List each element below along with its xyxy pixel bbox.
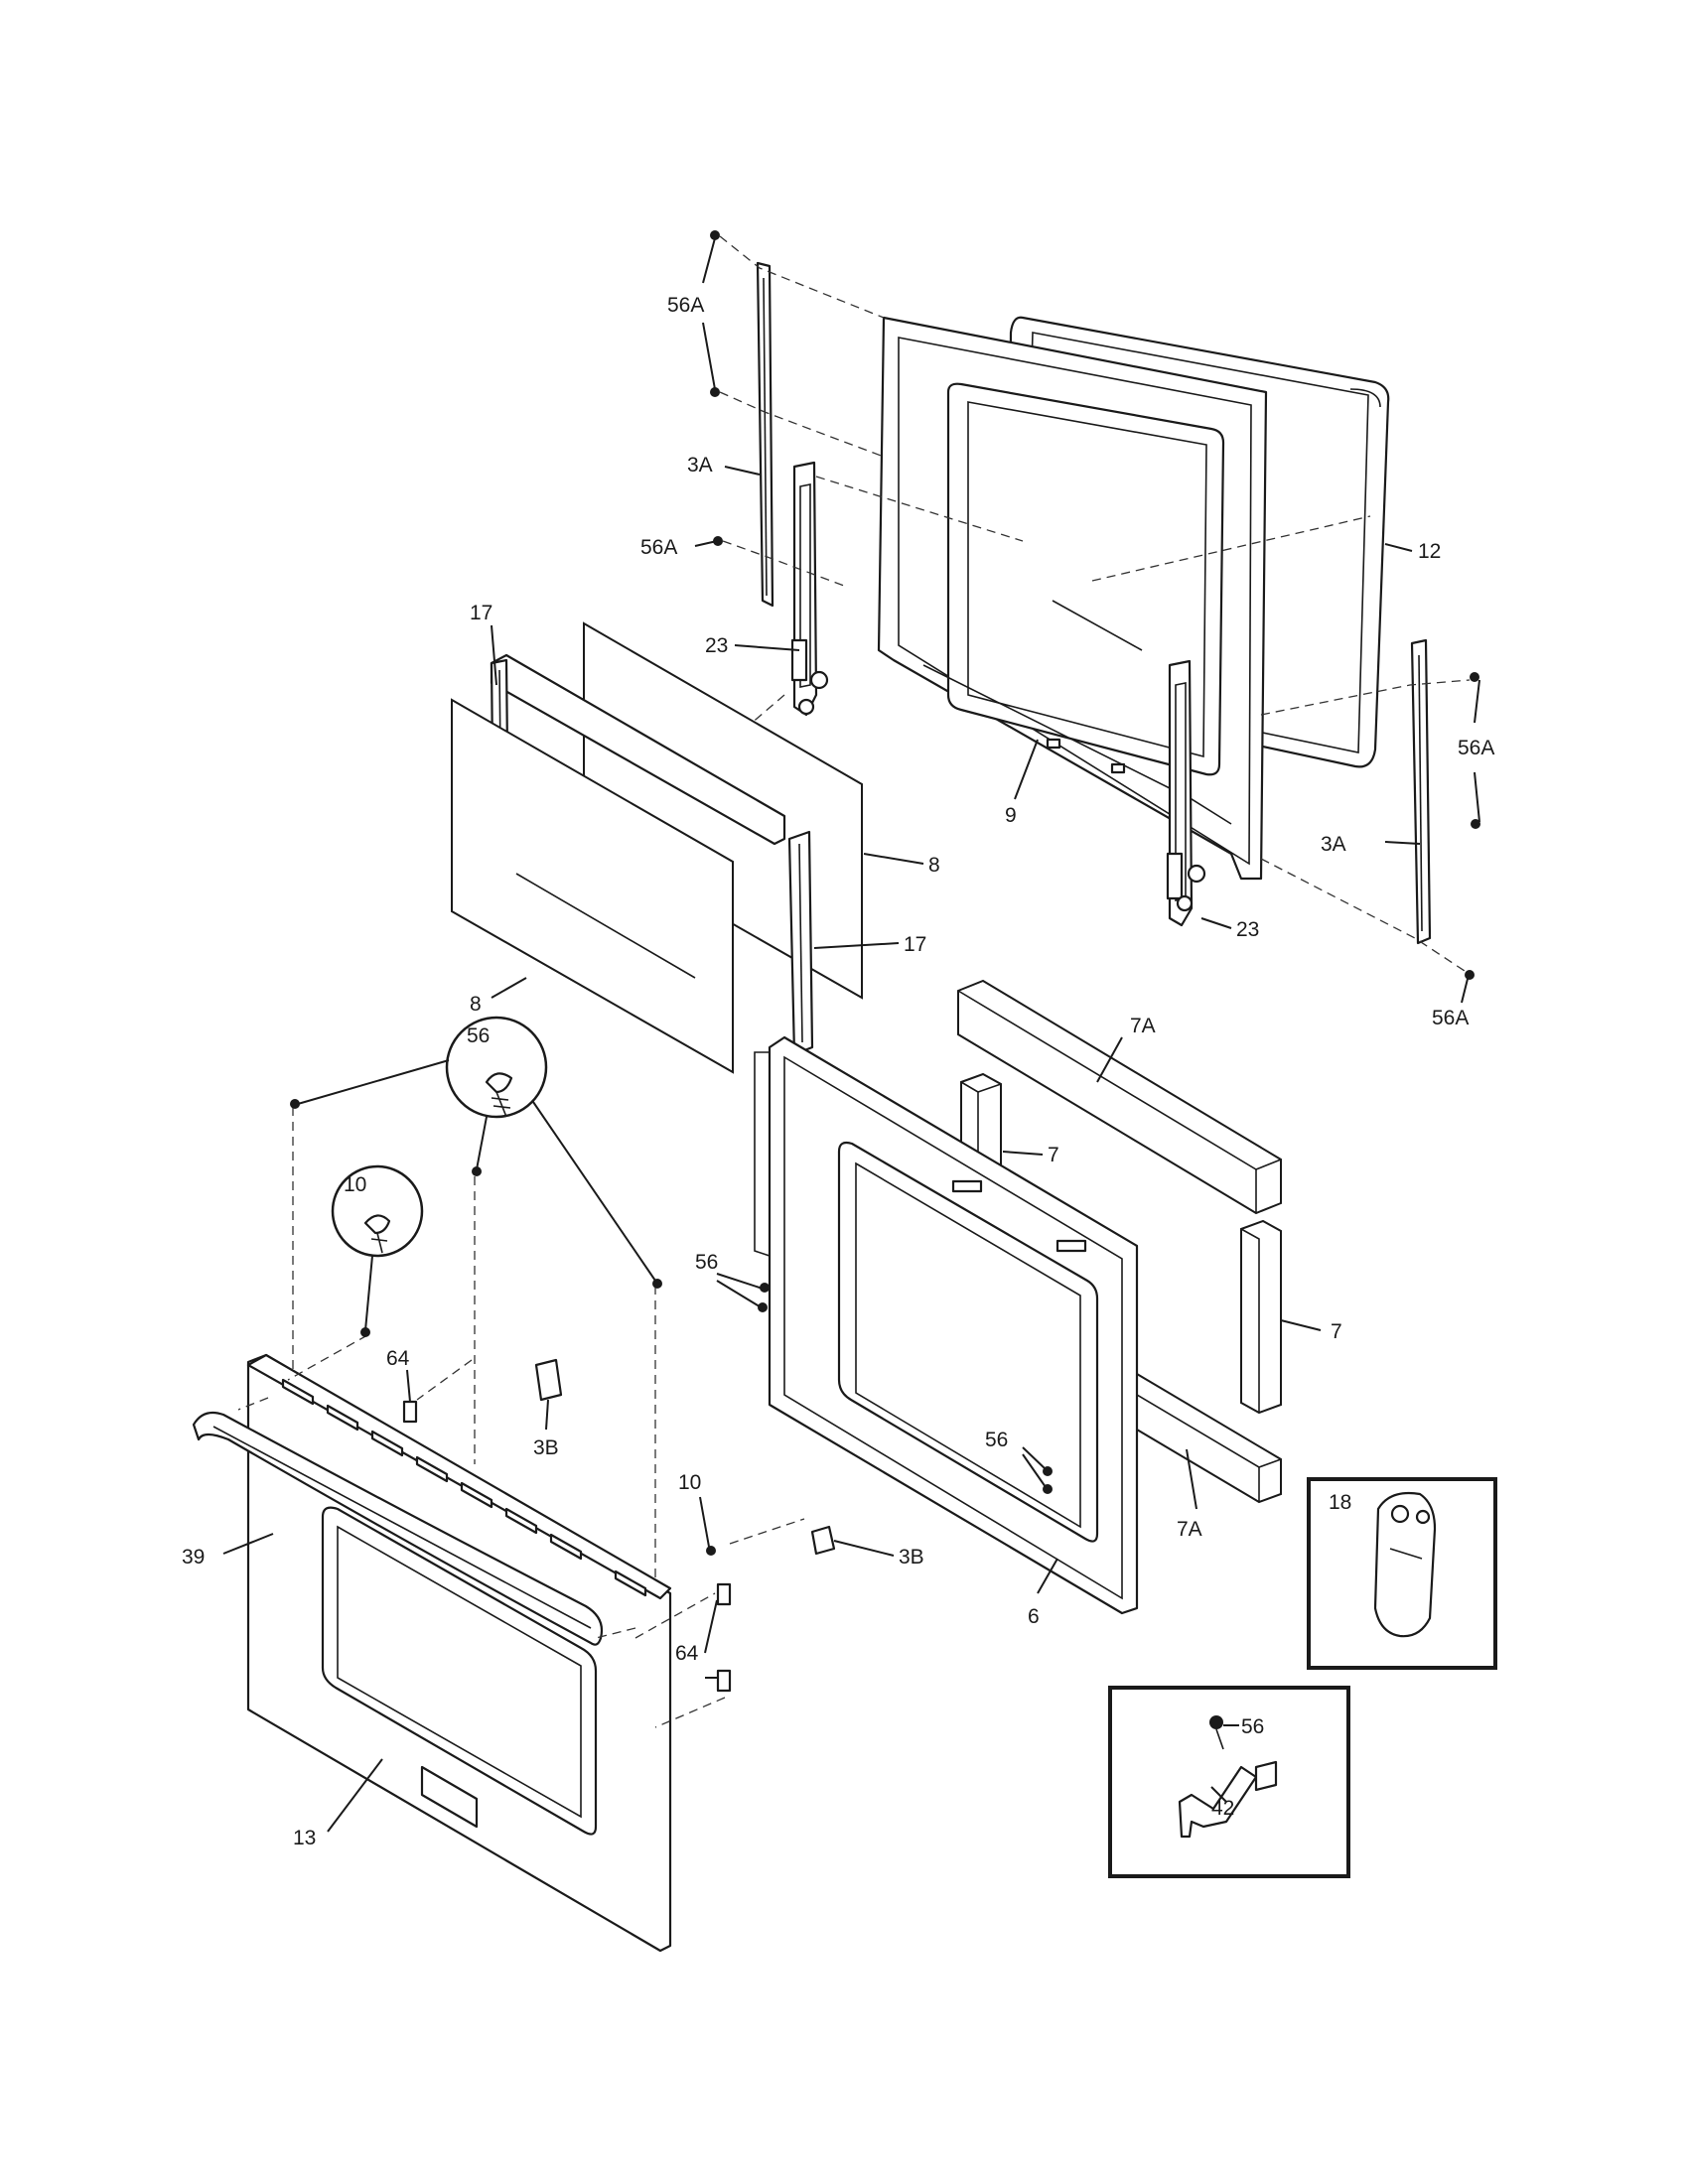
insulation-top xyxy=(957,979,1282,1215)
label-3b-left: 3B xyxy=(533,1436,559,1459)
label-64-lower: 64 xyxy=(675,1642,699,1665)
side-trim-left xyxy=(756,261,774,608)
glass-spacer-right xyxy=(787,830,814,1056)
label-10-circle: 10 xyxy=(344,1173,366,1196)
label-17-right: 17 xyxy=(904,933,926,956)
label-56-circle: 56 xyxy=(467,1024,490,1047)
label-56-left: 56 xyxy=(695,1251,718,1274)
callout-circle-56 xyxy=(297,1016,656,1282)
label-9: 9 xyxy=(1005,804,1017,827)
screw-56-top-left xyxy=(290,1099,300,1109)
bracket-3b-left xyxy=(534,1358,563,1402)
screw-56a-1 xyxy=(710,230,720,240)
callout-circle-10 xyxy=(331,1164,424,1331)
hinge-lower xyxy=(1166,659,1206,927)
side-trim-right xyxy=(1410,638,1432,945)
label-7a-bottom: 7A xyxy=(1177,1518,1202,1541)
label-39: 39 xyxy=(182,1546,205,1569)
screw-56a-4 xyxy=(1470,672,1479,682)
label-12: 12 xyxy=(1418,540,1441,563)
label-18: 18 xyxy=(1329,1491,1351,1514)
label-56-mid: 56 xyxy=(985,1429,1008,1451)
label-56a-bottom: 56A xyxy=(1432,1007,1469,1029)
leader-lines xyxy=(222,237,1480,1833)
label-8-right: 8 xyxy=(928,854,940,877)
label-10-right: 10 xyxy=(678,1471,701,1494)
label-64-upper: 64 xyxy=(386,1347,410,1370)
clip-64-upper xyxy=(402,1400,418,1424)
screw-56-top-right xyxy=(652,1279,662,1289)
label-7-right: 7 xyxy=(1331,1320,1342,1343)
screw-56-top-mid xyxy=(472,1166,482,1176)
label-42: 42 xyxy=(1211,1797,1234,1820)
label-56a-right: 56A xyxy=(1458,737,1494,759)
label-8-left: 8 xyxy=(470,993,482,1016)
clip-64-lower-1 xyxy=(716,1582,732,1606)
door-handle xyxy=(192,1411,604,1646)
inset-box-18 xyxy=(1307,1477,1497,1670)
screw-56a-2 xyxy=(710,387,720,397)
bracket-3b-right xyxy=(810,1525,836,1556)
screw-10-left xyxy=(360,1327,370,1337)
label-17-top: 17 xyxy=(470,602,492,624)
screw-10-right xyxy=(706,1546,716,1556)
inner-door-panel xyxy=(877,316,1268,881)
label-56-box: 56 xyxy=(1241,1715,1264,1738)
inset-box-42 xyxy=(1108,1686,1350,1878)
label-7-upper: 7 xyxy=(1048,1144,1059,1166)
label-3a-right: 3A xyxy=(1321,833,1346,856)
vent-slots xyxy=(281,1378,647,1597)
clip-64-lower-2 xyxy=(716,1669,732,1693)
screw-56a-5 xyxy=(1471,819,1480,829)
screw-56a-3 xyxy=(713,536,723,546)
label-6: 6 xyxy=(1028,1605,1040,1628)
label-7a-top: 7A xyxy=(1130,1015,1156,1037)
hinge-upper xyxy=(790,461,829,717)
label-3a-left: 3A xyxy=(687,454,713,477)
label-23-upper: 23 xyxy=(705,634,728,657)
label-56a-mid: 56A xyxy=(640,536,677,559)
alignment-lines-lower xyxy=(237,1107,805,1728)
glass-panel-front xyxy=(451,698,734,1074)
outer-door-panel xyxy=(246,1353,672,1953)
insulation-right xyxy=(1240,1219,1282,1415)
label-56a-top: 56A xyxy=(667,294,704,317)
label-3b-right: 3B xyxy=(899,1546,924,1569)
screw-56-a xyxy=(760,1283,770,1293)
label-13: 13 xyxy=(293,1827,316,1849)
door-liner xyxy=(754,1035,1139,1615)
label-23-lower: 23 xyxy=(1236,918,1259,941)
